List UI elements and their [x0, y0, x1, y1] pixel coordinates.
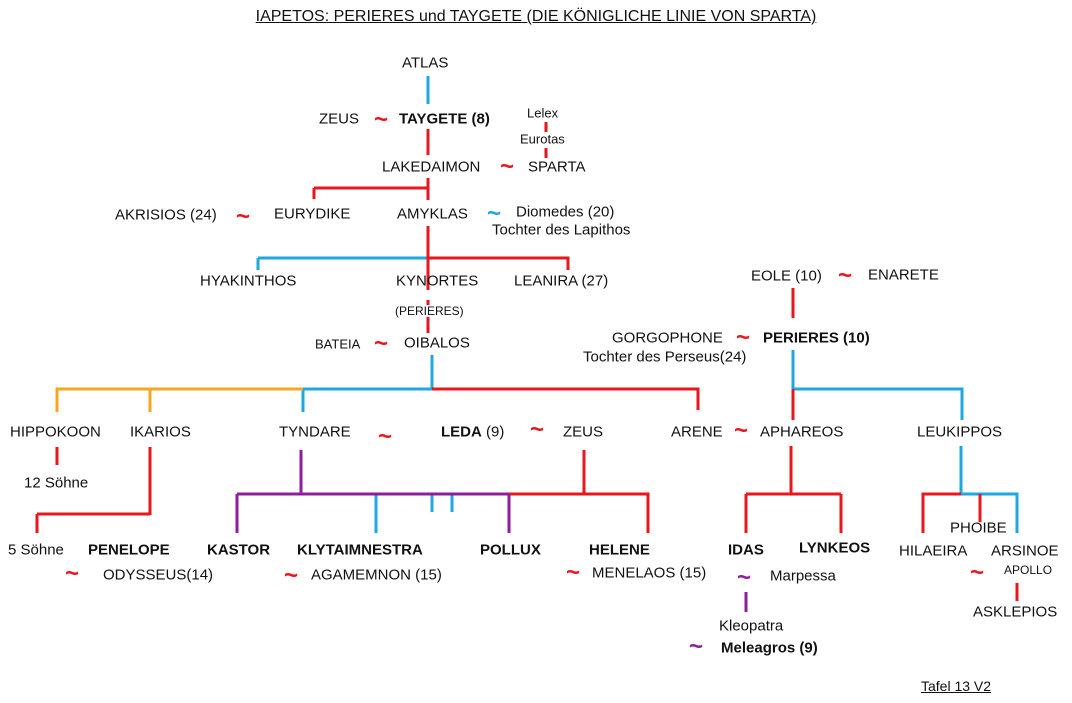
person-5-soehne: 5 Söhne: [8, 541, 64, 559]
person-idas: IDAS: [728, 541, 764, 559]
person-hilaeira: HILAEIRA: [899, 542, 968, 560]
person-menelaos: MENELAOS (15): [592, 564, 707, 582]
chart-title: IAPETOS: PERIERES und TAYGETE (DIE KÖNIG…: [255, 8, 817, 25]
person-enarete: ENARETE: [868, 266, 939, 284]
red-lines: [35, 122, 1019, 601]
person-tyndare: TYNDARE: [279, 423, 351, 441]
person-odysseus: ODYSSEUS(14): [103, 566, 214, 584]
marriage-icon: ~: [500, 152, 515, 180]
person-bateia: BATEIA: [315, 336, 361, 352]
person-meleagros: Meleagros (9): [721, 639, 818, 657]
person-12-soehne: 12 Söhne: [24, 474, 89, 492]
person-aphareos: APHAREOS: [760, 423, 844, 441]
purple-lines: [235, 450, 748, 612]
marriage-icon: ~: [530, 415, 545, 443]
marriage-icon: ~: [566, 558, 581, 586]
plate-label: Tafel 13 V2: [921, 678, 992, 694]
marriage-icon: ~: [487, 199, 502, 227]
orange-lines: [55, 387, 303, 412]
person-diomedes: Diomedes (20): [516, 203, 615, 221]
person-zeus: ZEUS: [319, 110, 360, 128]
blue-lines: [256, 76, 1019, 533]
marriage-icon: ~: [970, 558, 985, 586]
person-gorgophone: GORGOPHONE: [612, 329, 723, 347]
person-leanira: LEANIRA (27): [514, 272, 609, 290]
person-eurotas: Eurotas: [520, 131, 565, 147]
marriage-icon: ~: [838, 261, 853, 289]
person-leda: LEDA (9): [441, 423, 505, 441]
person-atlas: ATLAS: [402, 54, 449, 72]
person-helene: HELENE: [589, 541, 650, 559]
marriage-icon: ~: [374, 329, 389, 357]
person-lynkeos: LYNKEOS: [799, 539, 871, 557]
marriage-icon: ~: [284, 561, 299, 589]
person-perieres-alias: (PERIERES): [395, 304, 464, 318]
person-hyakinthos: HYAKINTHOS: [200, 272, 297, 290]
person-asklepios: ASKLEPIOS: [973, 603, 1058, 621]
person-lakedaimon: LAKEDAIMON: [382, 158, 481, 176]
marriage-icon: ~: [65, 559, 80, 587]
person-note: Tochter des Perseus(24): [583, 348, 747, 366]
person-pollux: POLLUX: [480, 541, 541, 559]
person-agamemnon: AGAMEMNON (15): [311, 566, 442, 584]
person-kastor: KASTOR: [207, 541, 271, 559]
person-kynortes: KYNORTES: [396, 272, 479, 290]
person-eole: EOLE (10): [751, 267, 822, 285]
person-lelex: Lelex: [527, 105, 559, 121]
person-arsinoe: ARSINOE: [991, 542, 1059, 560]
person-phoibe: PHOIBE: [950, 519, 1007, 537]
person-kleopatra: Kleopatra: [719, 617, 784, 635]
person-klytaimnestra: KLYTAIMNESTRA: [297, 541, 423, 559]
marriage-icon: ~: [737, 563, 752, 591]
person-arene: ARENE: [671, 423, 723, 441]
person-amyklas: AMYKLAS: [397, 205, 468, 223]
marriage-icon: ~: [689, 632, 704, 660]
person-ikarios: IKARIOS: [130, 423, 191, 441]
person-perieres: PERIERES (10): [763, 329, 870, 347]
marriage-icon: ~: [736, 323, 751, 351]
person-note: Tochter des Lapithos: [492, 221, 631, 239]
person-taygete: TAYGETE (8): [399, 110, 490, 128]
person-hippokoon: HIPPOKOON: [10, 423, 101, 441]
marriage-icon: ~: [374, 105, 389, 133]
marriage-icon: ~: [378, 422, 393, 450]
person-eurydike: EURYDIKE: [274, 205, 351, 223]
person-penelope: PENELOPE: [88, 541, 170, 559]
marriage-icon: ~: [734, 416, 749, 444]
person-apollo: APOLLO: [1004, 563, 1053, 577]
person-zeus: ZEUS: [563, 423, 604, 441]
marriage-icon: ~: [236, 202, 251, 230]
person-marpessa: Marpessa: [770, 567, 836, 585]
person-akrisios: AKRISIOS (24): [115, 206, 217, 224]
person-oibalos: OIBALOS: [404, 334, 470, 352]
person-leukippos: LEUKIPPOS: [917, 423, 1003, 441]
person-sparta: SPARTA: [528, 158, 586, 176]
